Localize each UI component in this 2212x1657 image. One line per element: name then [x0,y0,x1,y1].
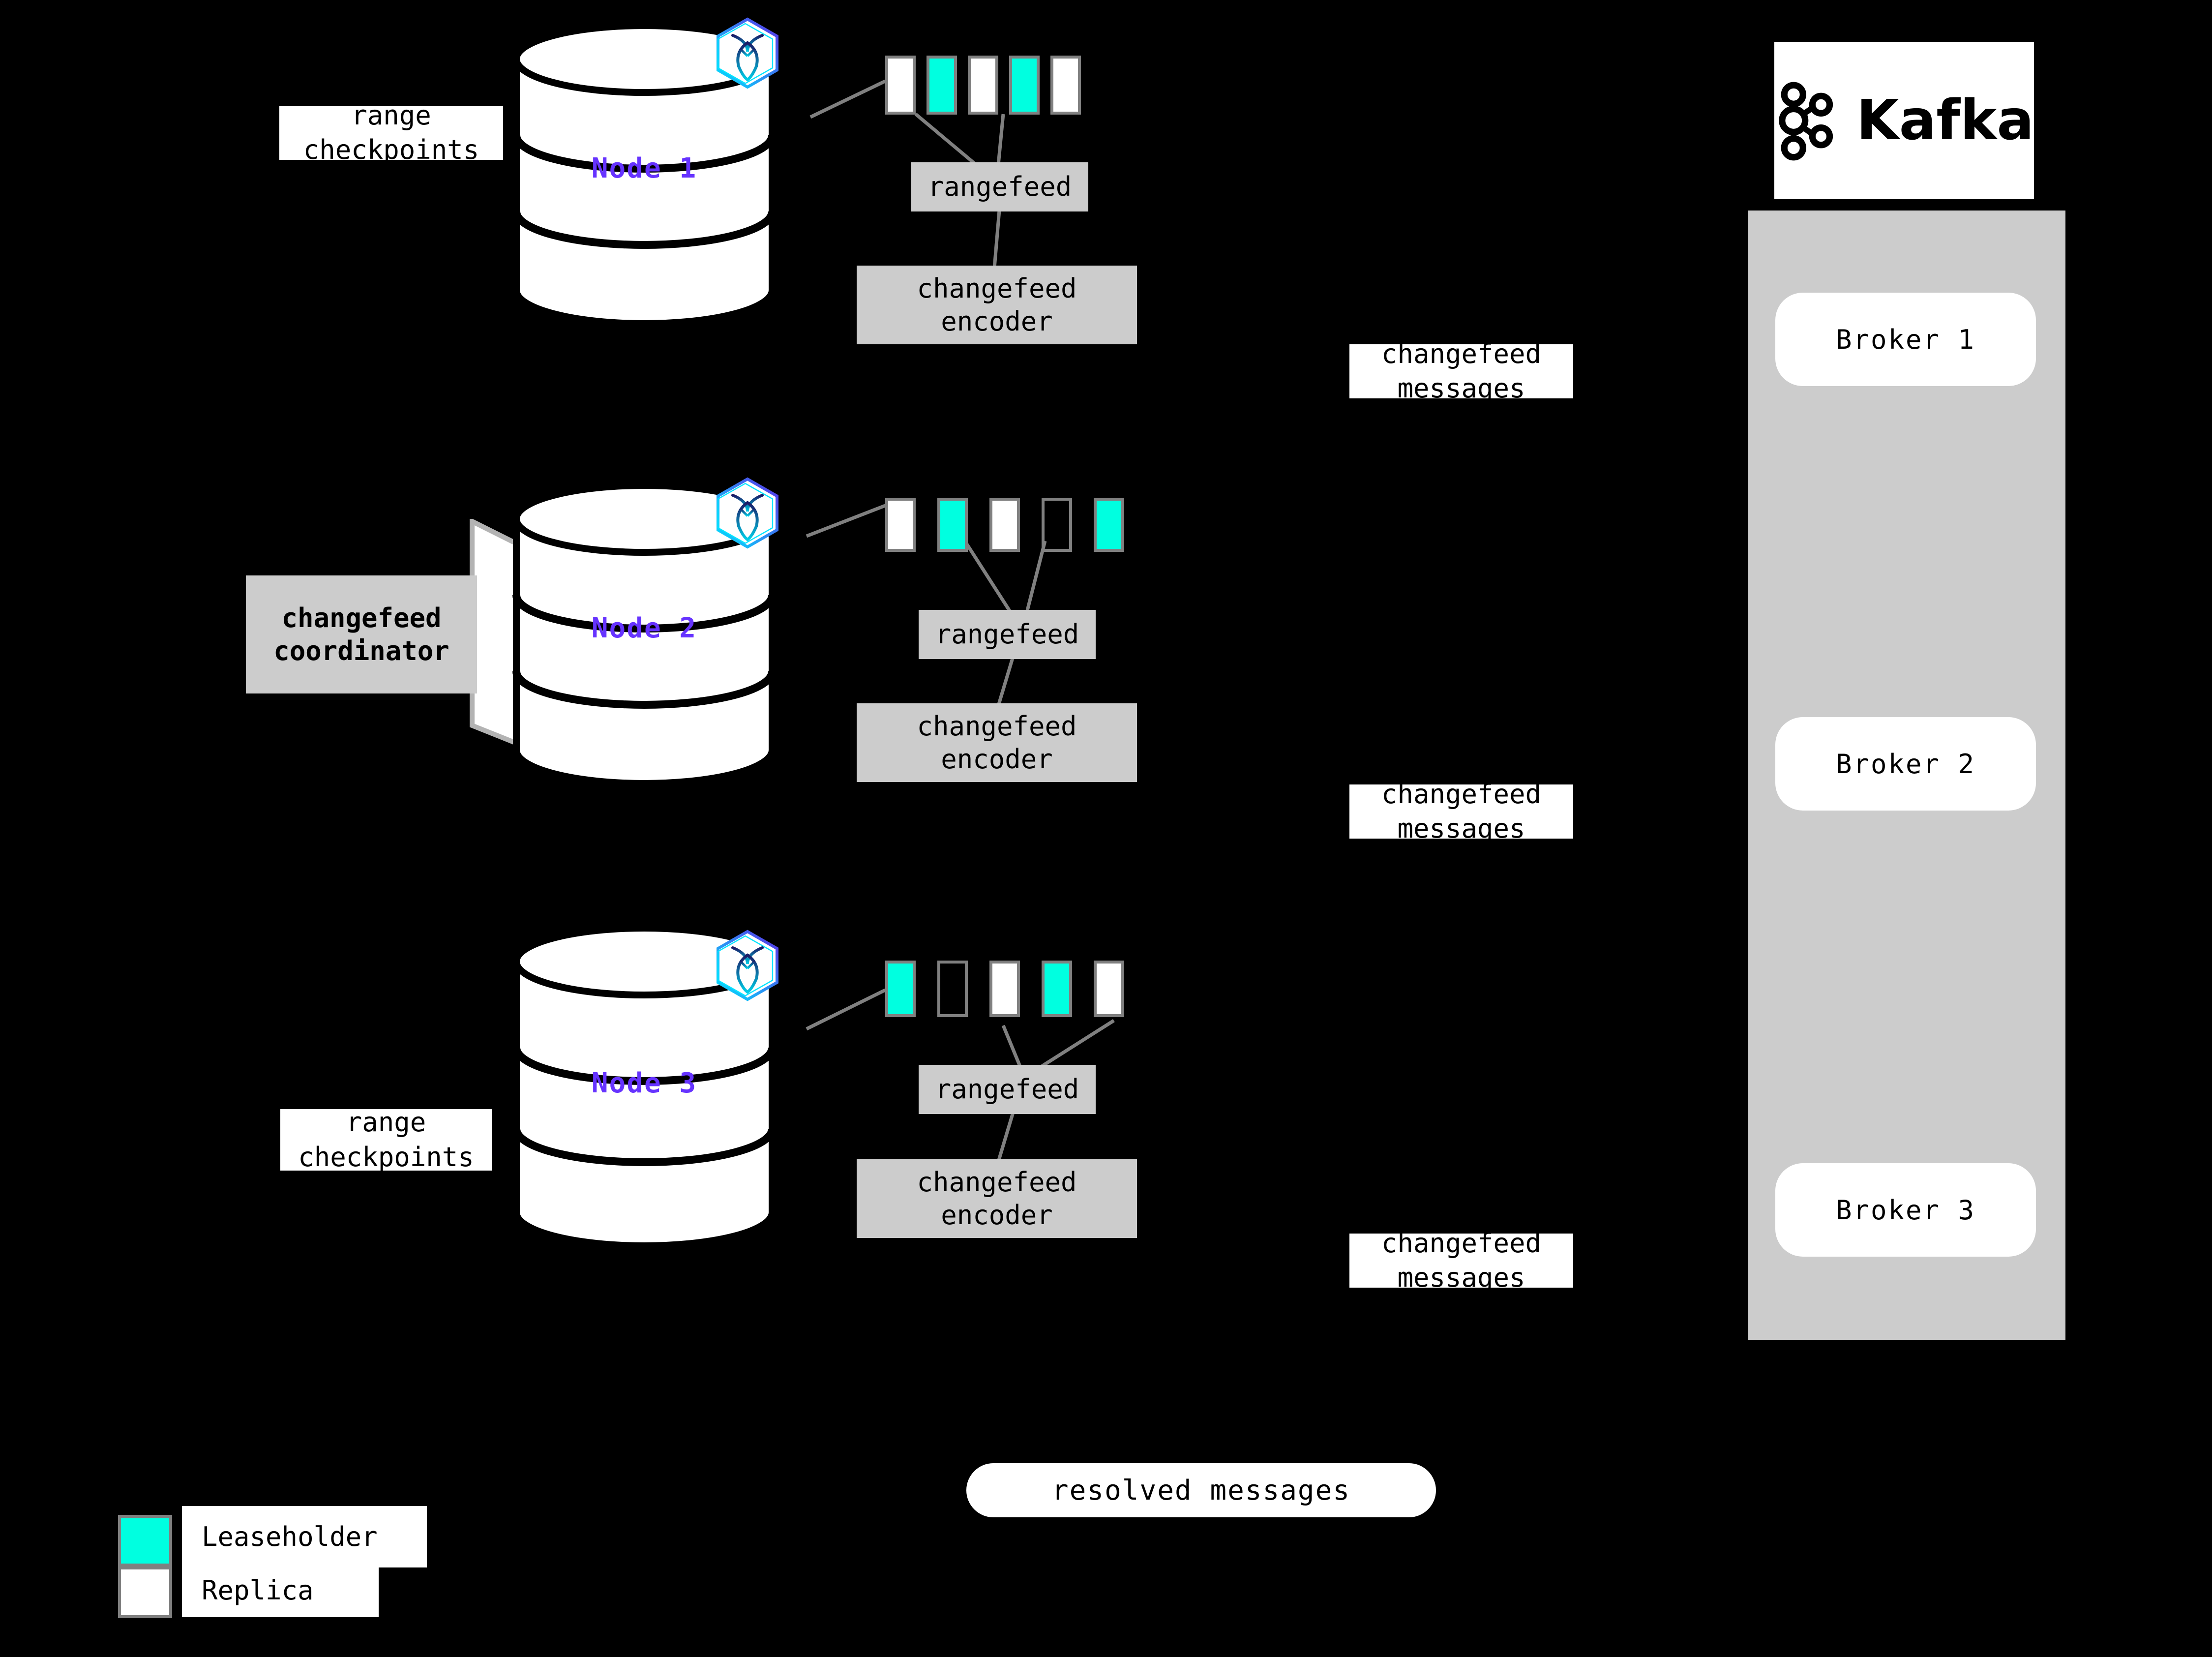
changefeed-messages-2-line2: messages [1397,813,1525,844]
kafka-broker-3[interactable]: Broker 3 [1775,1163,2036,1257]
empty-replica-chip[interactable] [937,961,968,1017]
node-3-cylinder[interactable]: Node 3 [511,925,777,1249]
node-3-encoder-line1: changefeed [917,1166,1077,1198]
resolved-messages-label: resolved messages [1051,1474,1351,1506]
node-1-side-label-line2: checkpoints [303,134,479,165]
node-3-rangefeed-box[interactable]: rangefeed [919,1065,1096,1114]
replica-chip[interactable] [885,56,916,115]
empty-replica-chip[interactable] [1042,498,1072,552]
changefeed-messages-label-1: changefeed messages [1349,338,1573,404]
node-2-encoder-line1: changefeed [917,710,1077,742]
node-2-encoder-line2: encoder [941,744,1053,775]
changefeed-messages-label-3: changefeed messages [1349,1228,1573,1293]
leaseholder-chip[interactable] [927,56,957,115]
replica-chip[interactable] [989,498,1020,552]
node-2-side-label-line2: coordinator [273,635,449,666]
node-1-encoder-line2: encoder [941,306,1053,337]
node-3-side-label: range checkpoints [280,1107,492,1173]
node-1-side-label: range checkpoints [279,100,503,165]
node-3-replica-row [885,961,1124,1017]
node-1-rangefeed-label: rangefeed [927,171,1072,203]
node-2-side-label[interactable]: changefeed coordinator [246,575,477,693]
cockroachdb-logo [711,927,784,1008]
replica-chip[interactable] [1050,56,1081,115]
leaseholder-chip[interactable] [1009,56,1040,115]
node-1-encoder-box[interactable]: changefeed encoder [857,266,1137,344]
kafka-broker-3-label: Broker 3 [1835,1194,1976,1226]
kafka-broker-2[interactable]: Broker 2 [1775,717,2036,811]
kafka-logo-text: Kafka [1856,89,2034,152]
leaseholder-chip[interactable] [885,961,916,1017]
node-2-rangefeed-label: rangefeed [935,619,1079,650]
resolved-messages-pill[interactable]: resolved messages [966,1463,1436,1517]
node-2-side-label-line1: changefeed [281,602,442,633]
kafka-node-graph-icon [1779,82,1833,161]
changefeed-messages-2-line1: changefeed [1381,778,1542,810]
legend-label-leaseholder: Leaseholder [182,1506,427,1567]
legend-swatch-leaseholder [118,1515,172,1567]
legend-swatch-replica [118,1567,172,1618]
legend-label-replica: Replica [182,1563,379,1617]
replica-chip[interactable] [885,498,916,552]
legend-leaseholder-text: Leaseholder [202,1521,378,1552]
node-3-encoder-line2: encoder [941,1200,1053,1231]
replica-chip[interactable] [989,961,1020,1017]
replica-chip[interactable] [968,56,998,115]
node-2-replica-row [885,498,1124,552]
node-1-rangefeed-box[interactable]: rangefeed [911,162,1088,211]
changefeed-messages-label-2: changefeed messages [1349,779,1573,844]
changefeed-messages-3-line1: changefeed [1381,1227,1542,1259]
node-1-side-label-line1: range [351,99,431,131]
leaseholder-chip[interactable] [1094,498,1124,552]
node-3-rangefeed-label: rangefeed [935,1074,1079,1105]
changefeed-messages-1-line2: messages [1397,373,1525,404]
node-1-encoder-line1: changefeed [917,272,1077,304]
leaseholder-chip[interactable] [937,498,968,552]
changefeed-messages-1-line1: changefeed [1381,338,1542,369]
legend-replica-text: Replica [202,1574,314,1606]
kafka-broker-1[interactable]: Broker 1 [1775,293,2036,386]
kafka-logo: Kafka [1774,42,2034,199]
cockroachdb-logo [711,475,784,556]
leaseholder-chip[interactable] [1042,961,1072,1017]
replica-chip[interactable] [1094,961,1124,1017]
node-2-rangefeed-box[interactable]: rangefeed [919,610,1096,659]
cockroachdb-logo [711,15,784,96]
node-3-side-label-line1: range [346,1107,426,1138]
changefeed-messages-3-line2: messages [1397,1262,1525,1293]
kafka-broker-1-label: Broker 1 [1835,324,1976,355]
node-3-encoder-box[interactable]: changefeed encoder [857,1159,1137,1238]
kafka-broker-2-label: Broker 2 [1835,748,1976,780]
node-2-encoder-box[interactable]: changefeed encoder [857,703,1137,782]
node-1-replica-row [885,56,1081,115]
node-3-side-label-line2: checkpoints [298,1141,474,1173]
